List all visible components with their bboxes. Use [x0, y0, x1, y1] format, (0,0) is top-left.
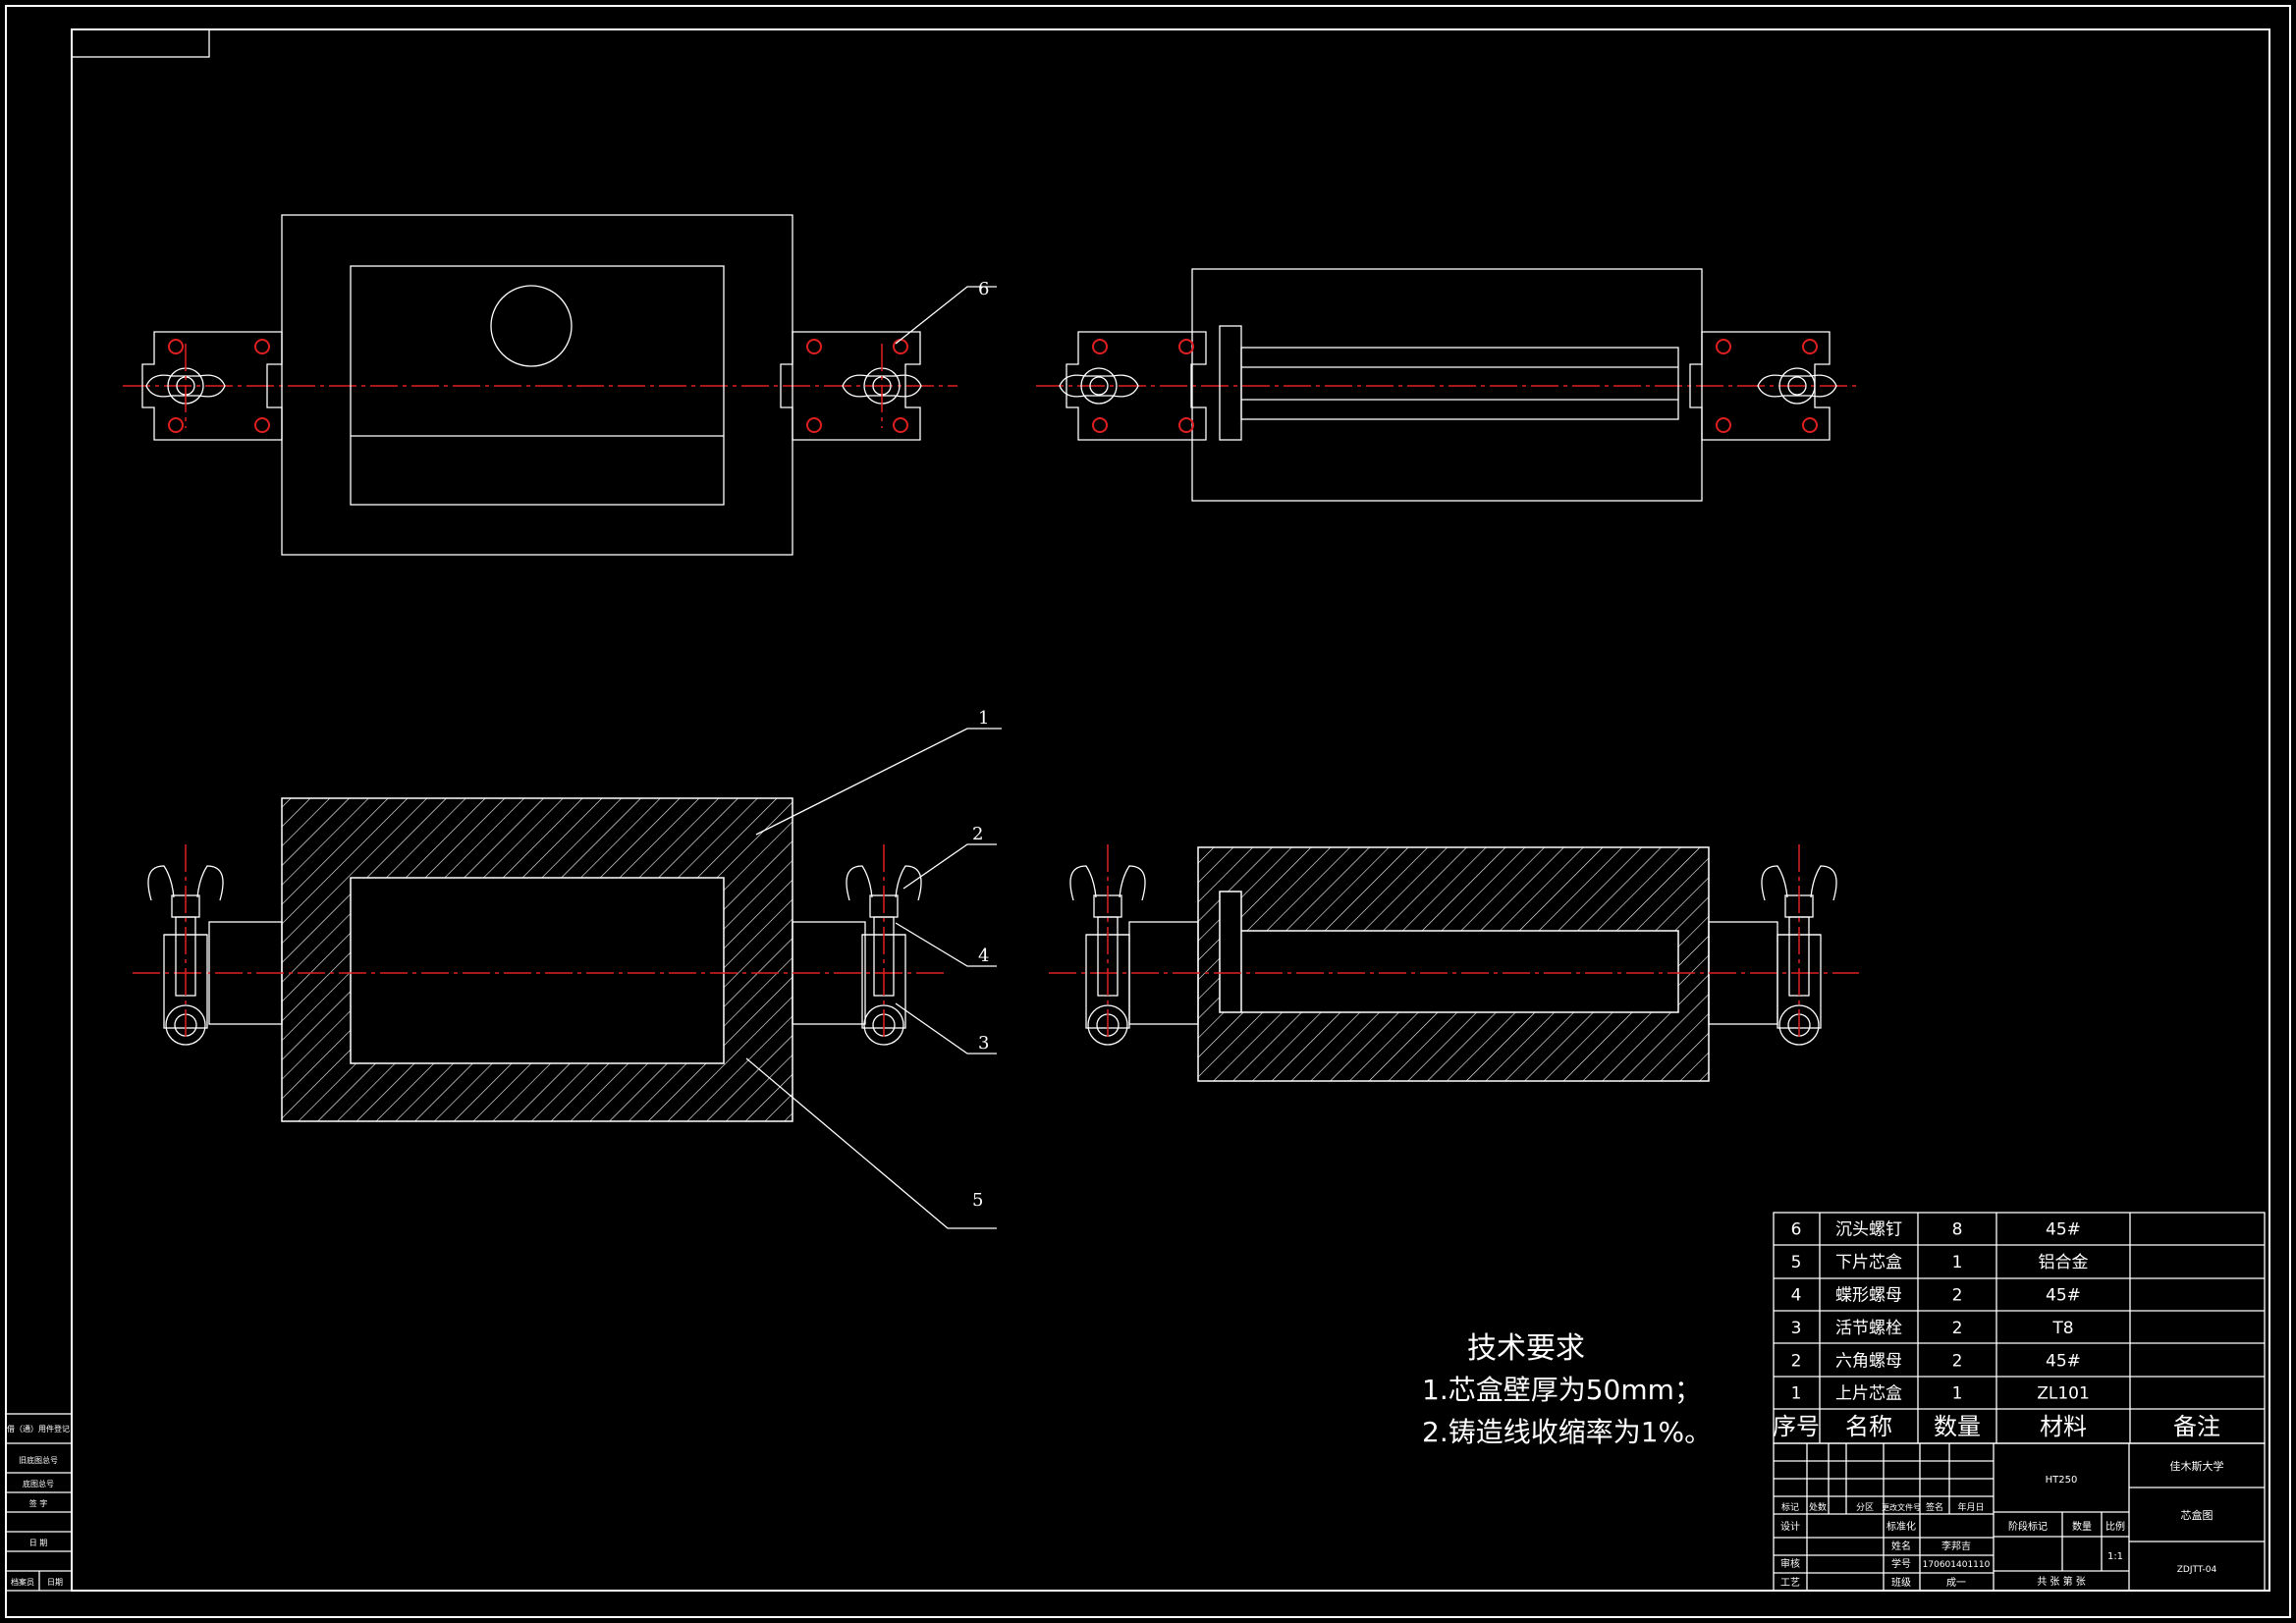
- side-label-2: 旧底图总号: [19, 1455, 58, 1465]
- tb-rev-6: 年月日: [1957, 1501, 1984, 1513]
- parts-list-grid: [1773, 1212, 2266, 1444]
- bom-row-6-material: 45#: [2046, 1220, 2081, 1240]
- tb-material: HT250: [2046, 1475, 2078, 1486]
- inner-frame: [71, 28, 2270, 1592]
- tb-sheets: 共 张 第 张: [2037, 1575, 2086, 1588]
- bom-row-5-qty: 1: [1952, 1253, 1963, 1272]
- tb-rev-4: 更改文件号: [1882, 1502, 1921, 1512]
- tb-standard: 标准化: [1886, 1520, 1916, 1533]
- bom-row-2-material: 45#: [2046, 1351, 2081, 1371]
- bom-row-2-name: 六角螺母: [1835, 1351, 1902, 1371]
- tb-scale: 1:1: [2107, 1551, 2123, 1562]
- bom-row-4-qty: 2: [1952, 1286, 1963, 1306]
- side-label-1: 借（通）用件登记: [7, 1424, 70, 1434]
- tb-drawing-no: ZDJTT-04: [2177, 1565, 2217, 1575]
- tb-rev-2: 处数: [1809, 1501, 1827, 1513]
- bom-header-material: 材料: [2040, 1413, 2087, 1440]
- view-bottom-left-section: [133, 797, 948, 1122]
- bom-row-4-no: 4: [1791, 1286, 1802, 1306]
- tb-student-id: 170601401110: [1923, 1560, 1991, 1570]
- bom-row-1-no: 1: [1791, 1384, 1802, 1404]
- bom-header-qty: 数量: [1934, 1413, 1981, 1440]
- outer-border: [5, 5, 2291, 1618]
- tb-review: 审核: [1780, 1557, 1800, 1570]
- balloon-1: 1: [978, 708, 989, 729]
- bom-row-2-no: 2: [1791, 1351, 1802, 1371]
- bom-row-6-no: 6: [1791, 1220, 1802, 1240]
- bom-row-5-material: 铝合金: [2039, 1253, 2089, 1272]
- tech-req-item-2: 2.铸造线收缩率为1%。: [1422, 1416, 1712, 1448]
- tb-rev-5: 签名: [1926, 1501, 1943, 1513]
- side-label-5: 日 期: [29, 1539, 48, 1547]
- tb-rev-1: 标记: [1781, 1501, 1799, 1513]
- tb-design: 设计: [1780, 1520, 1800, 1533]
- side-label-3: 底图总号: [23, 1479, 54, 1488]
- bom-header-no: 序号: [1773, 1413, 1820, 1440]
- tech-req-title: 技术要求: [1467, 1331, 1585, 1366]
- bom-row-5-name: 下片芯盒: [1835, 1253, 1902, 1272]
- view-top-left: [123, 214, 957, 556]
- side-label-4: 签 字: [29, 1498, 48, 1508]
- tb-process: 工艺: [1780, 1577, 1800, 1589]
- tb-class-label: 班级: [1891, 1577, 1911, 1589]
- bom-row-3-no: 3: [1791, 1319, 1802, 1338]
- tb-name-label: 姓名: [1891, 1540, 1911, 1552]
- leaders: [745, 286, 1002, 1229]
- bom-row-3-qty: 2: [1952, 1319, 1963, 1338]
- tb-class: 成一: [1946, 1577, 1966, 1589]
- view-top-right: [1036, 268, 1861, 502]
- title-block-grid: [1773, 1442, 2266, 1592]
- tb-scale-label: 比例: [2105, 1520, 2125, 1533]
- side-label-6: 档案员: [11, 1577, 34, 1587]
- bom-row-6-qty: 8: [1952, 1220, 1963, 1240]
- bom-row-4-material: 45#: [2046, 1286, 2081, 1306]
- tb-stage-label: 阶段标记: [2008, 1520, 2048, 1533]
- balloon-2: 2: [972, 824, 983, 844]
- bom-row-1-qty: 1: [1952, 1384, 1963, 1404]
- bom-row-2-qty: 2: [1952, 1351, 1963, 1371]
- tb-school: 佳木斯大学: [2170, 1459, 2224, 1473]
- bom-row-5-no: 5: [1791, 1253, 1802, 1272]
- bom-row-6-name: 沉头螺钉: [1835, 1220, 1902, 1240]
- bom-row-3-name: 活节螺栓: [1835, 1319, 1902, 1338]
- balloon-3: 3: [978, 1033, 989, 1054]
- tb-id-label: 学号: [1891, 1557, 1911, 1570]
- bom-header-note: 备注: [2173, 1413, 2220, 1440]
- reverse-code-box: [71, 28, 210, 58]
- side-label-7: 日期: [47, 1578, 63, 1587]
- tb-rev-3: 分区: [1856, 1502, 1874, 1513]
- bom-row-3-material: T8: [2051, 1319, 2073, 1338]
- balloon-6: 6: [978, 279, 989, 299]
- bom-row-1-name: 上片芯盒: [1835, 1384, 1902, 1404]
- tech-req-item-1: 1.芯盒壁厚为50mm；: [1422, 1374, 1702, 1406]
- bom-row-4-name: 蝶形螺母: [1835, 1286, 1902, 1306]
- bom-header-name: 名称: [1845, 1413, 1892, 1440]
- balloon-4: 4: [978, 946, 989, 966]
- tb-weight-label: 数量: [2072, 1520, 2092, 1533]
- side-registration-table: 借（通）用件登记 旧底图总号 底图总号 签 字 日 期 档案员 日期: [5, 1413, 73, 1592]
- view-bottom-right-section: [1049, 844, 1859, 1082]
- bom-row-1-material: ZL101: [2037, 1384, 2090, 1404]
- tb-name: 李邦吉: [1941, 1540, 1971, 1552]
- tb-drawing-name: 芯盒图: [2181, 1508, 2214, 1522]
- balloon-5: 5: [972, 1190, 983, 1211]
